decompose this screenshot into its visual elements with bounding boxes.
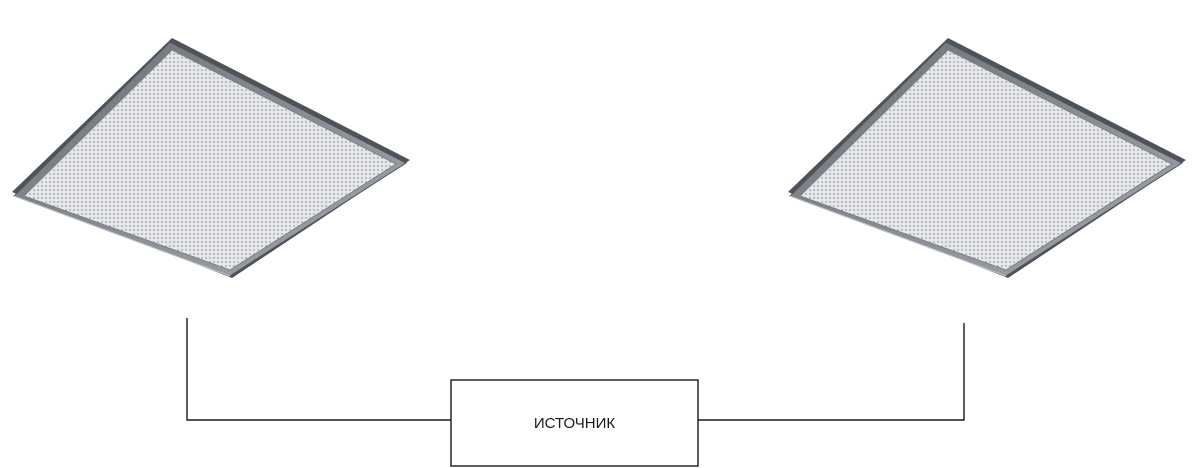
power-source-label: ИСТОЧНИК: [534, 415, 616, 432]
led-panel-left: [12, 38, 410, 278]
led-panel-icon: [788, 38, 1186, 278]
power-source: ИСТОЧНИК: [450, 379, 699, 467]
wire-left: [186, 318, 451, 421]
wire-right: [698, 323, 965, 421]
power-source-box: [450, 379, 699, 467]
led-panel-right: [788, 38, 1186, 278]
led-panel-icon: [12, 38, 410, 278]
